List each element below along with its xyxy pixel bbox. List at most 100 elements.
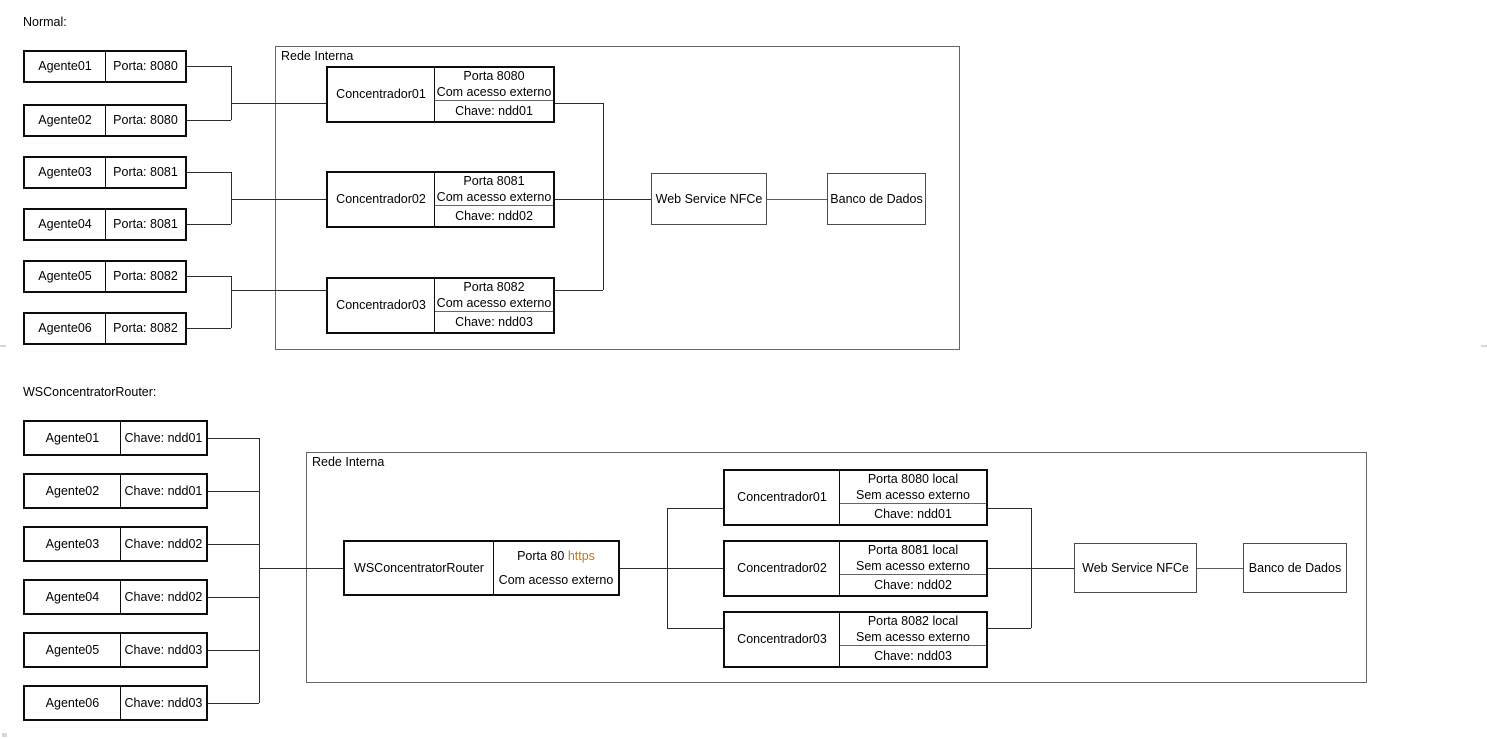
- agent-name: Agente03: [25, 158, 106, 187]
- connector-agent6-router: [208, 703, 259, 704]
- database-box[interactable]: Banco de Dados: [827, 173, 926, 225]
- concentrator-name: Concentrador01: [328, 68, 435, 121]
- connector-bus-to-conc3: [667, 628, 723, 629]
- agent-node[interactable]: Agente04 Chave: ndd02: [23, 579, 208, 615]
- agent-detail: Chave: ndd03: [124, 642, 203, 657]
- page-edge-mark-left: [0, 345, 6, 347]
- connector-agent4-router: [208, 597, 259, 598]
- concentrator-node[interactable]: Concentrador02 Porta 8081 Com acesso ext…: [326, 171, 555, 228]
- connector-agent3: [187, 172, 231, 173]
- concentrator-port-block: Porta 8081 local Sem acesso externo: [840, 542, 986, 575]
- router-detail: Porta 80 https Com acesso externo: [494, 542, 618, 594]
- concentrator-name: Concentrador01: [725, 471, 840, 524]
- concentrator-port: Porta 8080 local: [867, 472, 959, 486]
- connector-conc1-out: [555, 103, 603, 104]
- concentrator-access: Sem acesso externo: [856, 630, 970, 644]
- concentrator-port: Porta 8081 local: [867, 543, 959, 557]
- agent-node[interactable]: Agente06 Porta: 8082: [23, 312, 187, 345]
- concentrator-node[interactable]: Concentrador01 Porta 8080 Com acesso ext…: [326, 66, 555, 123]
- connector-agent2: [187, 120, 231, 121]
- concentrator-node[interactable]: Concentrador03 Porta 8082 local Sem aces…: [723, 611, 988, 668]
- rede-interna-zone-router: Rede Interna: [306, 452, 1367, 683]
- concentrator-port-block: Porta 8081 Com acesso externo: [435, 173, 553, 206]
- section-caption-normal: Normal:: [23, 15, 67, 29]
- section-caption-router: WSConcentratorRouter:: [23, 385, 157, 399]
- concentrator-port-block: Porta 8080 local Sem acesso externo: [840, 471, 986, 504]
- concentrator-key: Chave: ndd01: [455, 103, 533, 118]
- concentrator-node[interactable]: Concentrador03 Porta 8082 Com acesso ext…: [326, 277, 555, 334]
- agent-node[interactable]: Agente01 Porta: 8080: [23, 50, 187, 83]
- agent-node[interactable]: Agente05 Chave: ndd03: [23, 632, 208, 668]
- agent-detail: Chave: ndd02: [124, 589, 203, 604]
- concentrator-access: Com acesso externo: [436, 190, 552, 204]
- concentrator-node[interactable]: Concentrador01 Porta 8080 local Sem aces…: [723, 469, 988, 526]
- connector-trunk-conc1: [231, 103, 326, 104]
- agent-detail: Porta: 8082: [113, 269, 178, 283]
- concentrator-port-block: Porta 8080 Com acesso externo: [435, 68, 553, 101]
- connector-router-out: [620, 568, 667, 569]
- concentrator-port-block: Porta 8082 local Sem acesso externo: [840, 613, 986, 646]
- connector-conc3-out: [555, 290, 603, 291]
- concentrator-detail: Porta 8080 Com acesso externo Chave: ndd…: [435, 68, 553, 121]
- connector-bus-pair1: [231, 66, 232, 120]
- concentrator-name: Concentrador02: [328, 173, 435, 226]
- concentrator-port: Porta 8082 local: [867, 614, 959, 628]
- connector-service-db-router: [1197, 568, 1243, 569]
- agent-name: Agente01: [25, 52, 106, 81]
- web-service-box[interactable]: Web Service NFCe: [651, 173, 767, 225]
- concentrator-access: Com acesso externo: [436, 85, 552, 99]
- agent-node[interactable]: Agente05 Porta: 8082: [23, 260, 187, 293]
- agent-node[interactable]: Agente02 Chave: ndd01: [23, 473, 208, 509]
- connector-bus-agents-router: [259, 438, 260, 703]
- connector-agent3-router: [208, 544, 259, 545]
- connector-trunk-conc2: [231, 199, 326, 200]
- concentrator-node[interactable]: Concentrador02 Porta 8081 local Sem aces…: [723, 540, 988, 597]
- concentrator-port: Porta 8080: [463, 69, 525, 83]
- rede-interna-label-normal: Rede Interna: [281, 49, 354, 63]
- connector-bus-service-router: [1031, 508, 1032, 628]
- concentrator-port: Porta 8082: [463, 280, 525, 294]
- connector-agent5-router: [208, 650, 259, 651]
- concentrator-detail: Porta 8081 Com acesso externo Chave: ndd…: [435, 173, 553, 226]
- connector-bus-to-conc1: [667, 508, 723, 509]
- agent-node[interactable]: Agente01 Chave: ndd01: [23, 420, 208, 456]
- concentrator-key: Chave: ndd03: [455, 314, 533, 329]
- concentrator-port-block: Porta 8082 Com acesso externo: [435, 279, 553, 312]
- concentrator-key: Chave: ndd03: [874, 648, 952, 663]
- concentrator-detail: Porta 8082 local Sem acesso externo Chav…: [840, 613, 986, 666]
- page-edge-mark-right: [1481, 345, 1487, 347]
- connector-agent1: [187, 66, 231, 67]
- connector-service-db-normal: [767, 199, 827, 200]
- page-edge-mark-bottom: [2, 733, 7, 737]
- agent-name: Agente04: [25, 581, 121, 613]
- agent-name: Agente03: [25, 528, 121, 560]
- agent-name: Agente04: [25, 210, 106, 239]
- connector-trunk-router: [259, 568, 343, 569]
- concentrator-detail: Porta 8080 local Sem acesso externo Chav…: [840, 471, 986, 524]
- agent-node[interactable]: Agente02 Porta: 8080: [23, 104, 187, 137]
- agent-name: Agente02: [25, 106, 106, 135]
- agent-name: Agente05: [25, 634, 121, 666]
- connector-agent6: [187, 328, 231, 329]
- concentrator-name: Concentrador03: [328, 279, 435, 332]
- agent-name: Agente01: [25, 422, 121, 454]
- router-port-prefix: Porta 80: [517, 548, 568, 563]
- agent-node[interactable]: Agente06 Chave: ndd03: [23, 685, 208, 721]
- concentrator-key: Chave: ndd01: [874, 506, 952, 521]
- web-service-box[interactable]: Web Service NFCe: [1074, 543, 1197, 593]
- agent-name: Agente05: [25, 262, 106, 291]
- agent-node[interactable]: Agente03 Porta: 8081: [23, 156, 187, 189]
- concentrator-access: Com acesso externo: [436, 296, 552, 310]
- agent-node[interactable]: Agente03 Chave: ndd02: [23, 526, 208, 562]
- database-box[interactable]: Banco de Dados: [1243, 543, 1347, 593]
- agent-name: Agente06: [25, 687, 121, 719]
- connector-conc3-out-router: [988, 628, 1031, 629]
- agent-detail: Chave: ndd03: [124, 695, 203, 710]
- connector-conc1-out-router: [988, 508, 1031, 509]
- agent-node[interactable]: Agente04 Porta: 8081: [23, 208, 187, 241]
- ws-concentrator-router-node[interactable]: WSConcentratorRouter Porta 80 https Com …: [343, 540, 620, 596]
- router-port-scheme: https: [567, 548, 595, 563]
- connector-agent5: [187, 276, 231, 277]
- agent-detail: Chave: ndd02: [124, 536, 203, 551]
